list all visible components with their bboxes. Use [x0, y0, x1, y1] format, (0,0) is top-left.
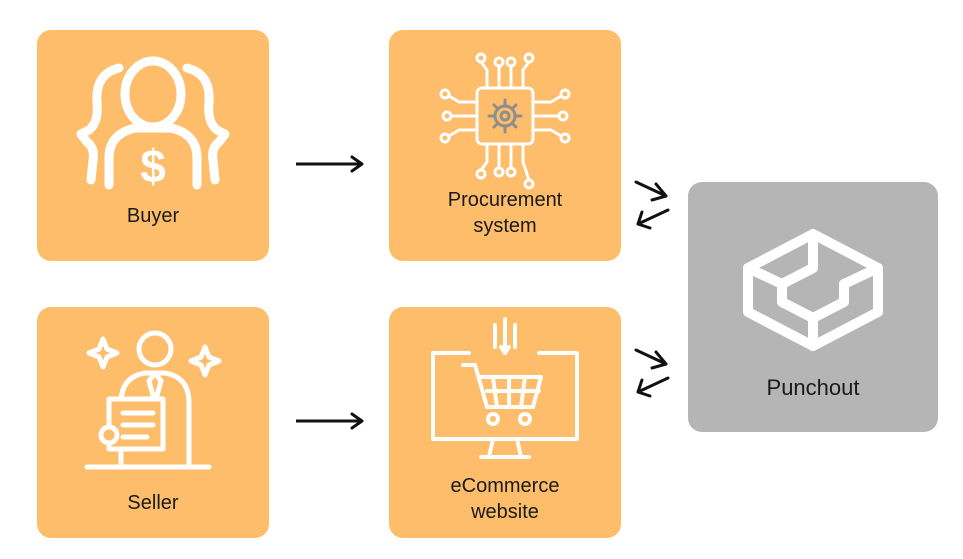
punchout-label: Punchout	[766, 375, 860, 400]
processor-chip-gear-icon	[439, 52, 571, 190]
ecommerce-website-node: eCommerce website	[389, 307, 621, 538]
seller-person-presentation-icon	[84, 330, 222, 470]
procurement-system-node: Procurement system	[389, 30, 621, 261]
punchout-logo-icon	[743, 229, 883, 351]
arrow-seller-to-ecommerce	[296, 412, 364, 430]
monitor-shopping-cart-icon	[431, 317, 579, 459]
ecommerce-website-label: eCommerce website	[450, 475, 560, 523]
buyer-node: $ Buyer	[37, 30, 269, 261]
arrow-buyer-to-procurement	[296, 155, 364, 173]
seller-node: Seller	[37, 307, 269, 538]
arrow-ecommerce-punchout-bidirectional	[634, 348, 670, 398]
punchout-node: Punchout	[688, 182, 938, 432]
seller-label: Seller	[127, 492, 179, 514]
procurement-system-label: Procurement system	[447, 189, 563, 237]
arrow-procurement-punchout-bidirectional	[634, 180, 670, 230]
buyer-label: Buyer	[126, 205, 180, 227]
svg-text:$: $	[140, 140, 166, 192]
buyer-money-person-icon: $	[76, 56, 230, 192]
